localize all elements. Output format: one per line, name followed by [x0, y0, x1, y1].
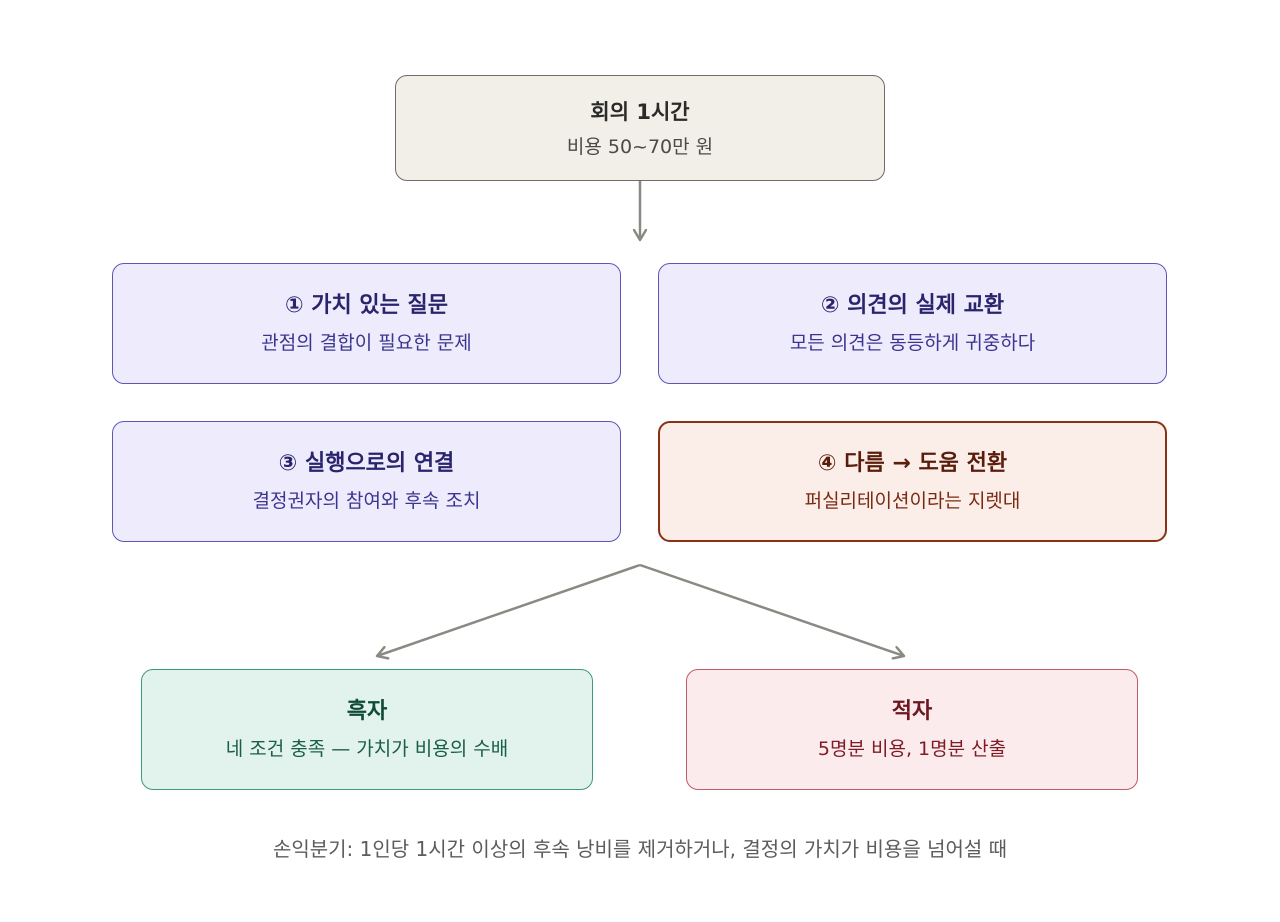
condition-box-1: ① 가치 있는 질문 관점의 결합이 필요한 문제	[112, 263, 621, 384]
deficit-outcome-box: 적자 5명분 비용, 1명분 산출	[686, 669, 1138, 790]
deficit-title: 적자	[891, 699, 933, 724]
condition-title: ④ 다름 → 도움 전환	[817, 451, 1008, 476]
meeting-cost-box: 회의 1시간 비용 50~70만 원	[395, 75, 885, 181]
meeting-cost-title: 회의 1시간	[590, 99, 690, 124]
condition-subtitle: 결정권자의 참여와 후속 조치	[252, 490, 481, 512]
meeting-cost-subtitle: 비용 50~70만 원	[566, 135, 714, 158]
condition-box-2: ② 의견의 실제 교환 모든 의견은 동등하게 귀중하다	[658, 263, 1167, 384]
condition-subtitle: 퍼실리테이션이라는 지렛대	[804, 490, 1021, 512]
condition-subtitle: 모든 의견은 동등하게 귀중하다	[789, 332, 1036, 354]
condition-box-4: ④ 다름 → 도움 전환 퍼실리테이션이라는 지렛대	[658, 421, 1167, 542]
condition-subtitle: 관점의 결합이 필요한 문제	[261, 332, 472, 354]
arrow-to-surplus	[377, 563, 641, 656]
surplus-subtitle: 네 조건 충족 — 가치가 비용의 수배	[225, 738, 509, 760]
condition-title: ③ 실행으로의 연결	[278, 451, 455, 476]
condition-title: ① 가치 있는 질문	[284, 293, 449, 318]
condition-box-3: ③ 실행으로의 연결 결정권자의 참여와 후속 조치	[112, 421, 621, 542]
condition-title: ② 의견의 실제 교환	[820, 293, 1005, 318]
deficit-subtitle: 5명분 비용, 1명분 산출	[817, 738, 1007, 760]
break-even-footnote: 손익분기: 1인당 1시간 이상의 후속 낭비를 제거하거나, 결정의 가치가 …	[272, 837, 1008, 861]
surplus-title: 흑자	[346, 699, 388, 724]
arrow-to-deficit	[639, 563, 904, 656]
surplus-outcome-box: 흑자 네 조건 충족 — 가치가 비용의 수배	[141, 669, 593, 790]
